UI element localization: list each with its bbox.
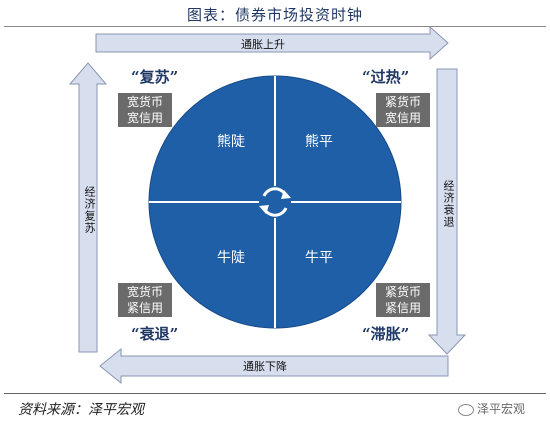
right-arrow-label: 经济衰退: [442, 180, 455, 228]
top-arrow: [95, 25, 449, 61]
phase-stagflation: “滞胀”: [362, 325, 410, 343]
left-arrow: [68, 62, 108, 353]
policy-credit: 宽信用: [384, 111, 421, 125]
top-divider: [4, 26, 546, 27]
phase-recovery: “复苏”: [131, 68, 179, 86]
policy-credit: 紧信用: [384, 301, 421, 315]
page-title: 图表：债券市场投资时钟: [186, 6, 363, 24]
policy-monetary: 宽货币: [126, 285, 163, 299]
watermark: 泽平宏观: [458, 400, 525, 417]
quadrant-bull-steep: 牛陡: [217, 250, 245, 266]
quadrant-bear-steep: 熊陡: [217, 134, 245, 150]
policy-monetary: 宽货币: [126, 95, 163, 109]
policy-box-recovery: 宽货币 宽信用: [118, 93, 172, 127]
quadrant-bull-flat: 牛平: [305, 250, 333, 266]
quadrant-bear-flat: 熊平: [305, 134, 333, 150]
bottom-arrow-label: 通胀下降: [243, 360, 287, 373]
policy-credit: 宽信用: [126, 111, 163, 125]
wechat-icon: [458, 403, 474, 416]
bottom-divider: [4, 393, 546, 394]
phase-overheat: “过热”: [362, 68, 410, 86]
policy-credit: 紧信用: [126, 301, 163, 315]
policy-monetary: 紧货币: [384, 285, 421, 299]
policy-box-stagflation: 紧货币 紧信用: [376, 283, 430, 317]
source-note: 资料来源：泽平宏观: [18, 402, 144, 418]
policy-monetary: 紧货币: [384, 95, 421, 109]
policy-box-overheat: 紧货币 宽信用: [376, 93, 430, 127]
left-arrow-label: 经济复苏: [83, 186, 96, 234]
policy-box-recession: 宽货币 紧信用: [118, 283, 172, 317]
right-arrow: [427, 68, 467, 355]
phase-recession: “衰退”: [131, 325, 179, 343]
top-arrow-label: 通胀上升: [241, 38, 285, 51]
watermark-text: 泽平宏观: [477, 402, 526, 416]
bottom-arrow: [99, 347, 449, 385]
rotate-icon: [259, 186, 291, 218]
